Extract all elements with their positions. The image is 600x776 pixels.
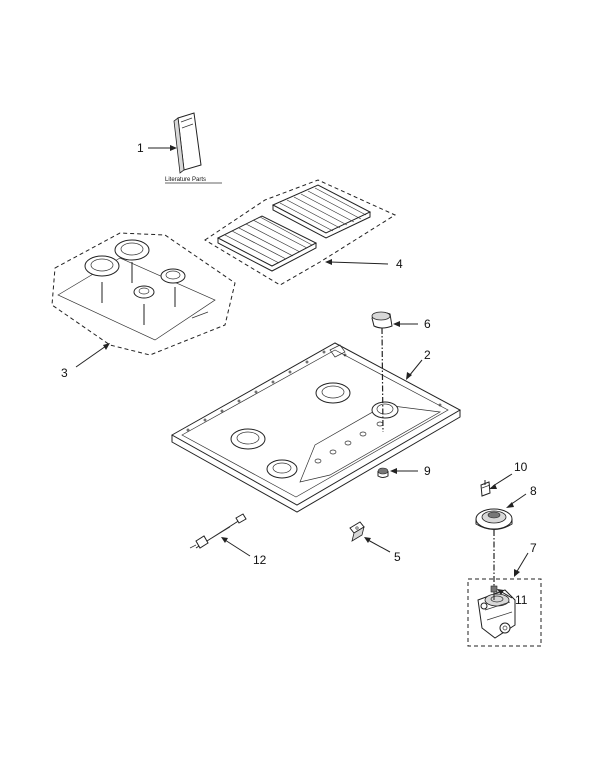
burner-cap-right [160,268,186,307]
callout-10-leader [489,473,513,489]
orifice-part[interactable] [189,513,247,549]
literature-label: Literature Parts [165,177,206,183]
callout-9-leader [390,468,418,474]
cooktop-part[interactable] [170,342,462,513]
cooktop-burner-right [371,401,399,419]
callout-4-leader [325,259,389,265]
cooktop-edge-holes [186,350,442,432]
grate-front [216,215,318,272]
callout-6-leader [393,321,418,327]
callout-12-leader [221,537,251,557]
callout-8[interactable]: 8 [530,484,537,498]
callout-3[interactable]: 3 [61,366,68,380]
bracket-part[interactable] [349,521,365,542]
callout-1[interactable]: 1 [137,141,144,155]
callout-5[interactable]: 5 [394,550,401,564]
burner-caps-part[interactable] [51,232,236,356]
callout-7-leader [514,552,529,577]
knob-axis-line [381,327,384,433]
callout-11[interactable]: 11 [515,593,528,607]
valve-assembly-part[interactable] [467,578,542,647]
callout-11-leader [497,589,513,599]
cooktop-burner-back [315,382,351,404]
callout-10[interactable]: 10 [514,460,528,474]
burner-cap-large [114,239,150,283]
knob-part[interactable] [371,311,393,329]
electrode-part[interactable] [480,480,491,497]
cooktop-burner-left [230,428,266,450]
knob-seal-part[interactable] [377,467,389,478]
literature-part[interactable] [173,112,202,174]
burner-base-part[interactable] [475,508,513,530]
burner-cap-small [133,285,155,325]
callout-4[interactable]: 4 [396,257,403,271]
callout-5-leader [364,537,391,553]
callout-6[interactable]: 6 [424,317,431,331]
callout-9[interactable]: 9 [424,464,431,478]
callout-7[interactable]: 7 [530,541,537,555]
grate-back [271,184,372,239]
burner-cap-left [84,255,120,303]
grates-part[interactable] [204,179,397,286]
callout-2-leader [406,359,423,380]
callout-12[interactable]: 12 [253,553,267,567]
callout-1-leader [148,145,177,151]
cooktop-burner-front [266,459,298,479]
callout-3-leader [75,343,110,368]
callout-2[interactable]: 2 [424,348,431,362]
callout-8-leader [506,493,527,508]
